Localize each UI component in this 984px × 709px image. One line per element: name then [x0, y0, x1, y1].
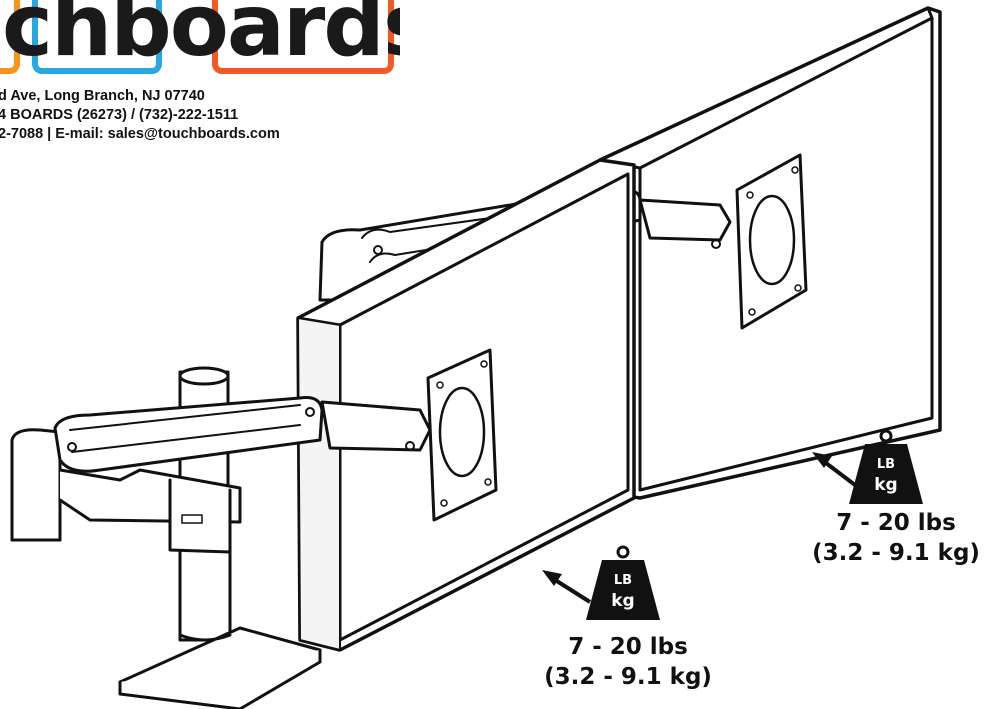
- weight-range-kg: (3.2 - 9.1 kg): [544, 664, 712, 690]
- weight-unit-lb: LB: [614, 573, 632, 588]
- contact-fax-email: 2-7088 | E-mail: sales@touchboards.com: [0, 126, 280, 142]
- logo-tile-orange-left: [0, 0, 20, 74]
- company-logo: chboards: [0, 0, 400, 150]
- weight-icon: LB kg: [849, 429, 923, 504]
- weight-capacity-right: 7 - 20 lbs (3.2 - 9.1 kg): [806, 508, 984, 568]
- logo-wordmark: chboards: [2, 0, 400, 76]
- weight-capacity-left: 7 - 20 lbs (3.2 - 9.1 kg): [538, 632, 718, 692]
- contact-address: d Ave, Long Branch, NJ 07740: [0, 88, 205, 104]
- weight-unit-kg: kg: [611, 591, 634, 611]
- right-pointer-arrow: [812, 452, 857, 487]
- left-arm: [10, 348, 498, 554]
- weight-range-lbs: 7 - 20 lbs: [568, 634, 688, 660]
- weight-range-lbs: 7 - 20 lbs: [836, 510, 956, 536]
- weight-icon: LB kg: [586, 545, 660, 620]
- logo-tile-blue: [32, 0, 162, 74]
- left-pointer-arrow: [542, 570, 592, 604]
- weight-unit-kg: kg: [874, 475, 897, 495]
- weight-range-kg: (3.2 - 9.1 kg): [812, 540, 980, 566]
- weight-unit-lb: LB: [877, 457, 895, 472]
- contact-phone: 4 BOARDS (26273) / (732)-222-1511: [0, 107, 239, 123]
- logo-tile-orange-right: [212, 0, 394, 74]
